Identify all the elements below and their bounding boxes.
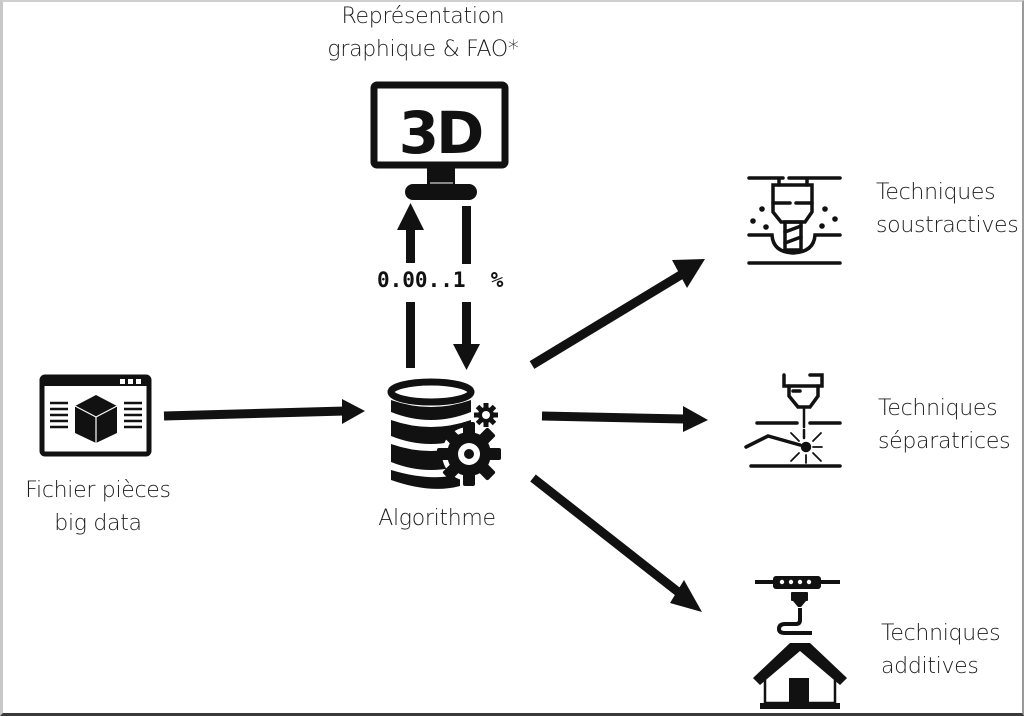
laser-cutter-icon <box>744 373 842 468</box>
screen-3d-text: 3D <box>399 99 482 167</box>
arrow-algorithm-to-render <box>397 203 424 368</box>
separating-label-line1: Techniques <box>878 396 998 421</box>
render-label: Représentation graphique & FAO* <box>318 0 528 66</box>
additive-label: Techniques additives <box>881 617 1021 683</box>
arrow-render-to-algorithm <box>453 206 480 370</box>
separating-label-line2: séparatrices <box>878 429 1011 454</box>
subtractive-label-line2: soustractives <box>876 213 1019 238</box>
subtractive-label: Techniques soustractives <box>876 176 1024 242</box>
additive-label-line1: Techniques <box>881 621 1001 646</box>
arrow-input-to-algorithm <box>163 399 365 424</box>
render-label-line1: Représentation <box>341 4 505 29</box>
arrow-algorithm-to-separating <box>541 406 708 432</box>
monitor-3d-icon: 3D <box>370 81 509 200</box>
algorithm-label: Algorithme <box>378 506 496 531</box>
arrow-algorithm-to-subtractive <box>529 259 705 369</box>
input-label-line2: big data <box>54 511 142 536</box>
milling-tool-icon <box>747 176 842 265</box>
input-label: Fichier pièces big data <box>8 474 188 540</box>
precision-label: 0.00..1 % <box>377 268 504 292</box>
arrow-algorithm-to-additive <box>530 474 702 612</box>
input-label-line1: Fichier pièces <box>25 478 171 503</box>
database-gear-icon <box>387 378 501 489</box>
browser-3d-cube-icon <box>39 374 152 457</box>
separating-label: Techniques séparatrices <box>878 392 1024 458</box>
subtractive-label-line1: Techniques <box>876 180 996 205</box>
additive-label-line2: additives <box>881 654 979 679</box>
render-label-line2: graphique & FAO* <box>327 37 519 62</box>
3d-printer-house-icon <box>753 576 847 709</box>
